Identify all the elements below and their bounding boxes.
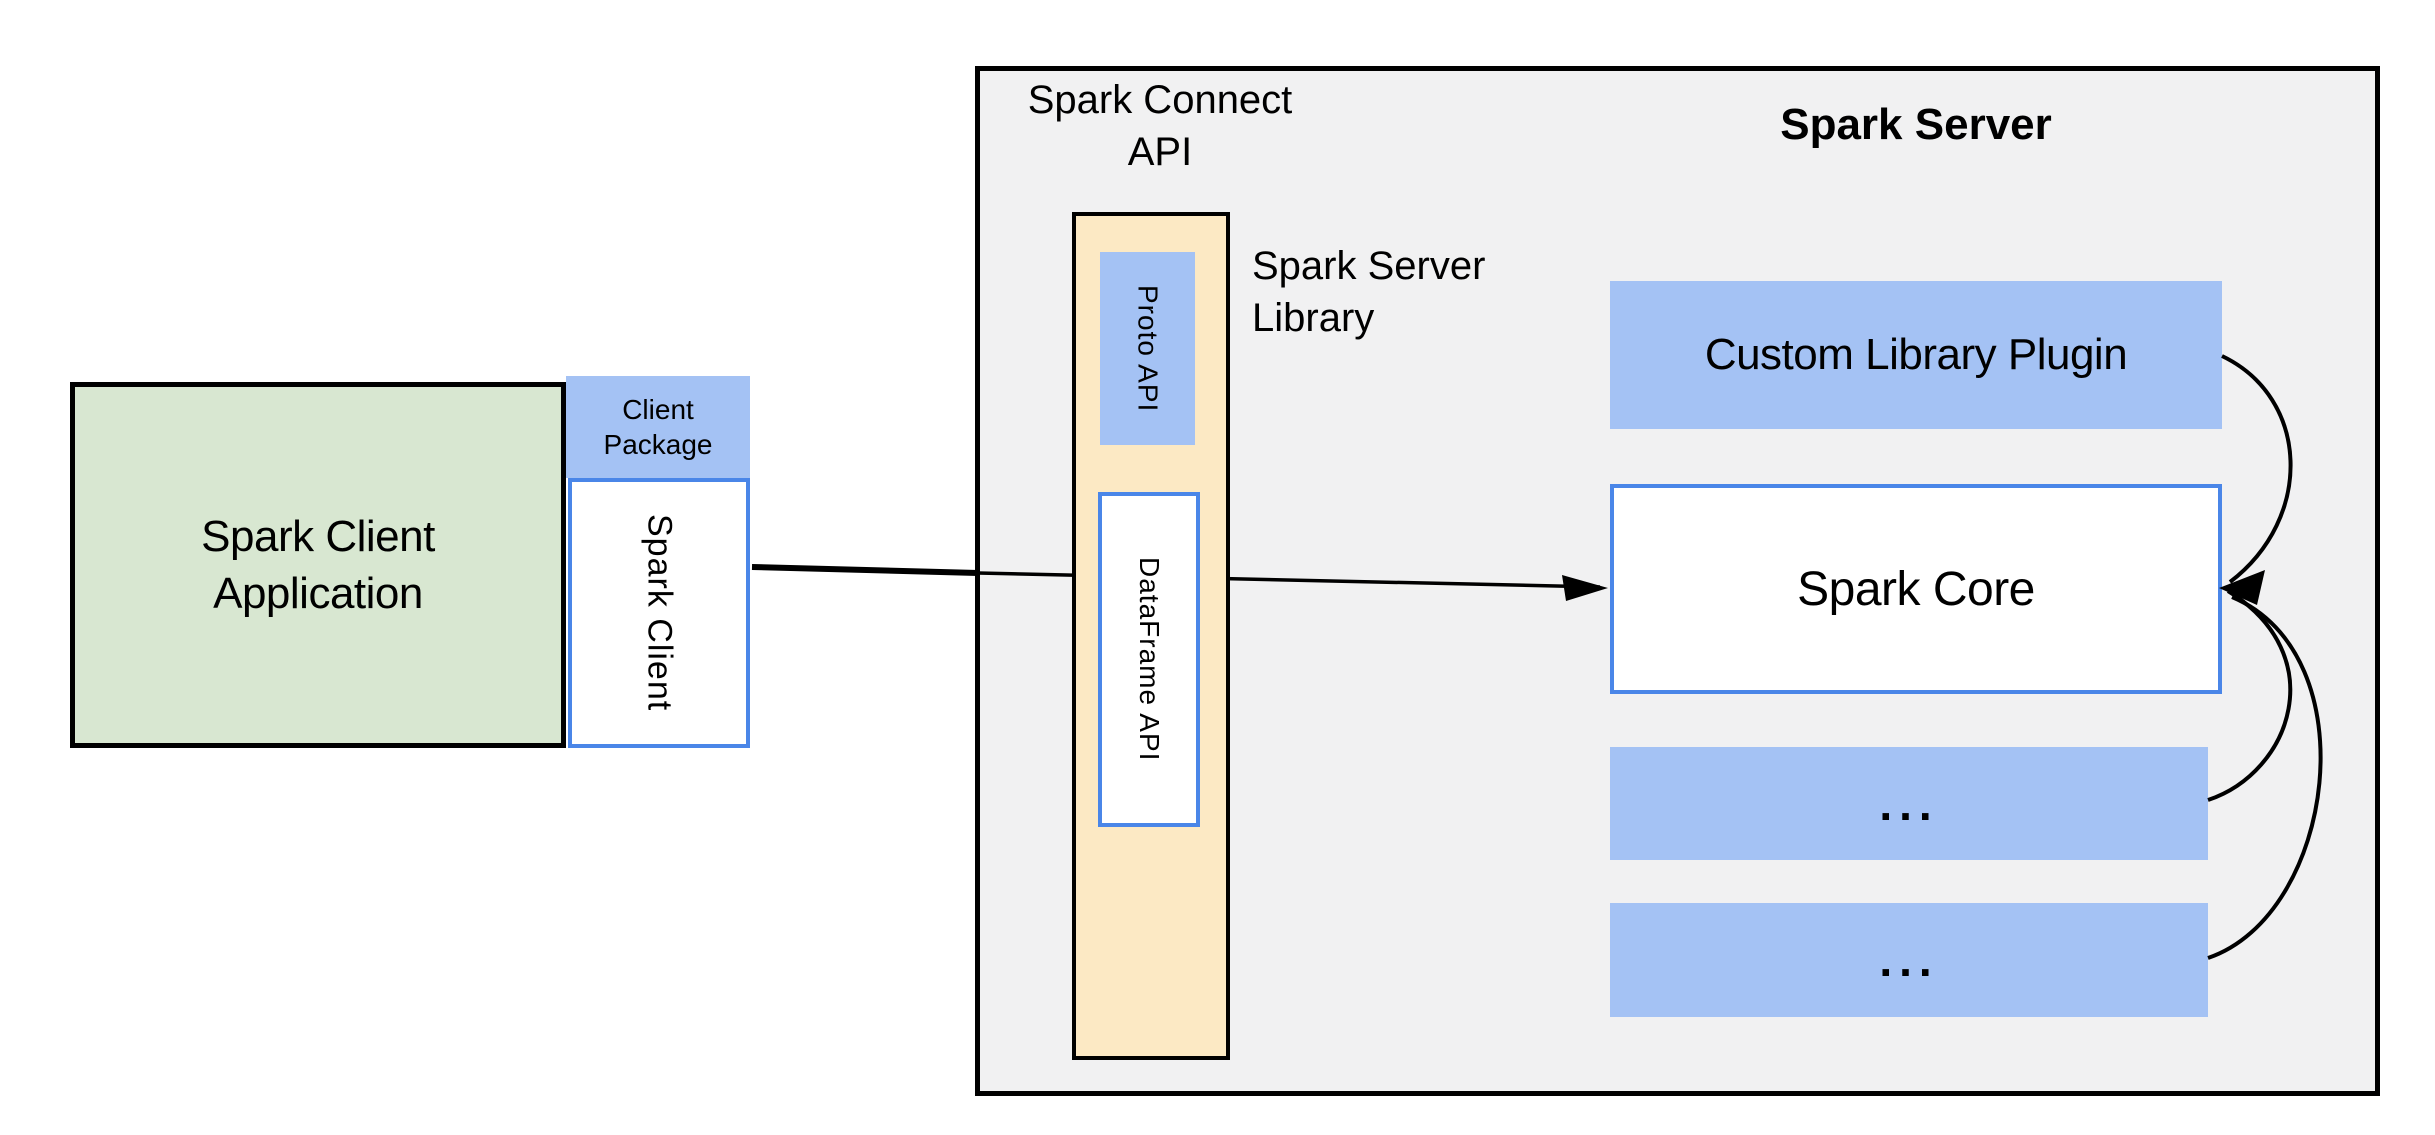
custom-library-plugin-box: Custom Library Plugin	[1610, 281, 2222, 429]
spark-server-library-caption-line2: Library	[1252, 296, 1375, 340]
spark-client-application-label: Spark Client Application	[201, 508, 435, 622]
more-plugins-label-1: ...	[1879, 777, 1939, 830]
spark-client-application-box: Spark Client Application	[70, 382, 566, 748]
client-package-label-line2: Package	[603, 429, 713, 460]
dataframe-api-label: DataFrame API	[1134, 557, 1165, 762]
spark-connect-api-title: Spark Connect API	[940, 74, 1380, 178]
spark-connect-api-title-line2: API	[1127, 130, 1193, 174]
more-plugins-box-1: ...	[1610, 747, 2208, 860]
spark-server-library-caption-line1: Spark Server	[1252, 244, 1486, 288]
spark-server-title: Spark Server	[1780, 100, 2052, 149]
client-package-label-line1: Client	[622, 394, 694, 425]
spark-client-label: Spark Client	[640, 514, 679, 712]
spark-client-box: Spark Client	[568, 478, 750, 748]
client-package-box: Client Package	[566, 376, 750, 478]
spark-connect-api-title-line1: Spark Connect	[1027, 78, 1293, 122]
more-plugins-label-2: ...	[1879, 934, 1939, 986]
spark-core-box: Spark Core	[1610, 484, 2222, 694]
dataframe-api-box: DataFrame API	[1098, 492, 1200, 827]
spark-core-label: Spark Core	[1797, 562, 2035, 616]
spark-client-application-label-line2: Application	[213, 569, 423, 618]
client-to-server-line	[751, 564, 979, 576]
proto-api-box: Proto API	[1100, 252, 1195, 445]
spark-client-application-label-line1: Spark Client	[201, 512, 435, 561]
more-plugins-box-2: ...	[1610, 903, 2208, 1017]
proto-api-label: Proto API	[1132, 284, 1164, 413]
custom-library-plugin-label: Custom Library Plugin	[1704, 330, 2128, 379]
spark-server-library-caption: Spark Server Library	[1252, 240, 1582, 344]
